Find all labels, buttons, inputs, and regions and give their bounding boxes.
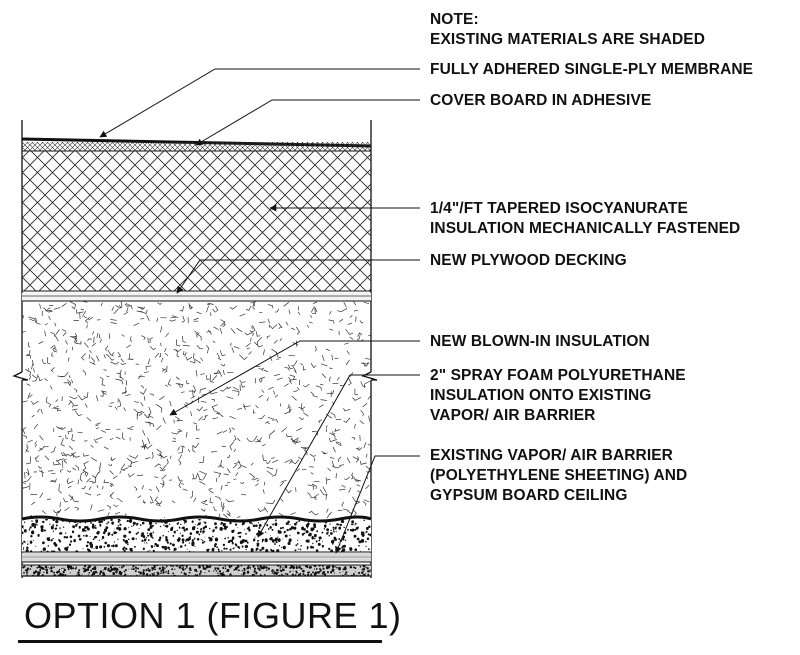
leader-vapor-barrier — [335, 455, 420, 554]
plywood-layer — [22, 293, 371, 302]
blown-in-insulation-layer — [22, 301, 371, 518]
leader-blown-in — [169, 340, 420, 416]
leader-spray-foam — [257, 374, 420, 538]
label-vapor-barrier: EXISTING VAPOR/ AIR BARRIER (POLYETHYLEN… — [430, 447, 688, 504]
leader-lines — [99, 68, 420, 554]
isocyanurate-layer — [22, 151, 371, 292]
note-existing-materials: NOTE: EXISTING MATERIALS ARE SHADED — [430, 11, 706, 48]
title-underline — [18, 640, 382, 643]
label-membrane: FULLY ADHERED SINGLE-PLY MEMBRANE — [430, 61, 754, 78]
label-blown-in: NEW BLOWN-IN INSULATION — [430, 333, 650, 350]
leader-membrane — [99, 68, 420, 138]
label-isocyanurate: 1/4"/FT TAPERED ISOCYANURATE INSULATION … — [430, 200, 741, 237]
label-spray-foam: 2" SPRAY FOAM POLYURETHANE INSULATION ON… — [430, 367, 686, 424]
label-cover-board: COVER BOARD IN ADHESIVE — [430, 92, 652, 109]
figure-title: OPTION 1 (FIGURE 1) — [24, 595, 402, 636]
label-plywood: NEW PLYWOOD DECKING — [430, 252, 627, 269]
vapor-barrier-layer — [22, 553, 371, 577]
leader-plywood — [176, 259, 420, 294]
spray-foam-layer — [21, 515, 372, 553]
cover-board-layer — [22, 142, 371, 152]
leader-cover-board — [195, 99, 420, 146]
